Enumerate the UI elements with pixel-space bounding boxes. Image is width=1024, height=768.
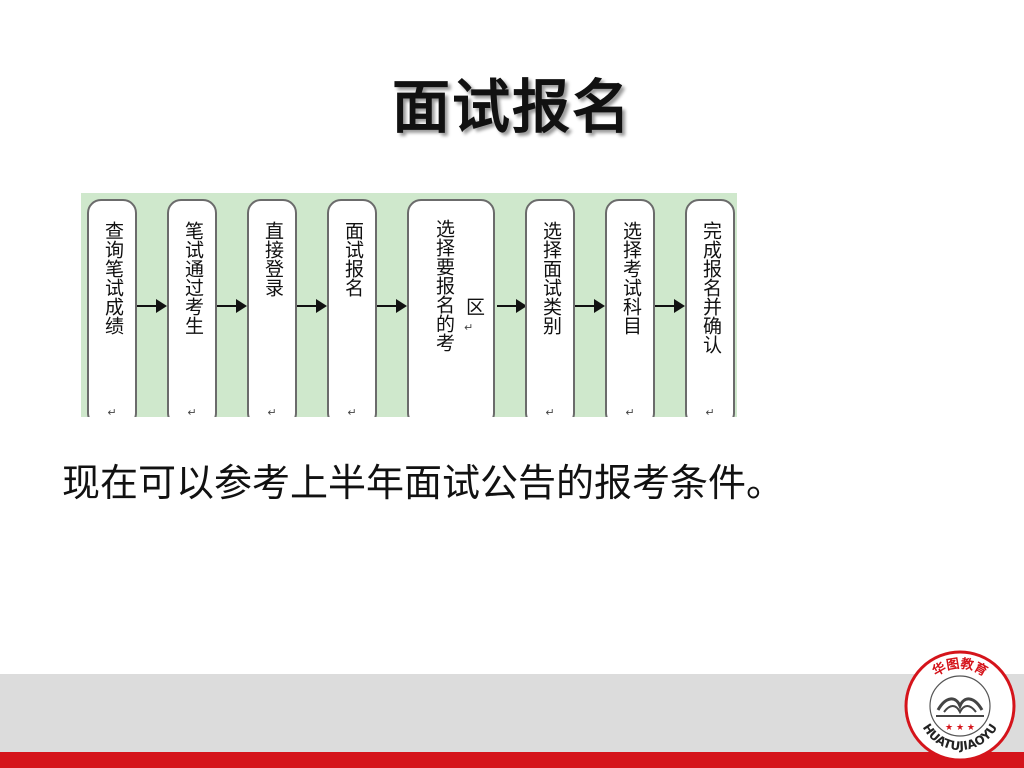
return-mark-icon: ↵ xyxy=(267,406,277,417)
return-mark-icon: ↵ xyxy=(705,406,715,417)
flow-arrow-icon xyxy=(497,299,527,313)
flow-step-side-label: 区 xyxy=(463,297,485,316)
flow-step-label: 完成报名并确认 xyxy=(699,221,722,354)
flow-step-4: 面试报名 ↵ xyxy=(327,199,377,417)
flow-step-label: 面试报名 xyxy=(341,221,364,297)
flow-step-3: 直接登录 ↵ xyxy=(247,199,297,417)
flow-step-label: 选择要报名的考 xyxy=(432,219,455,352)
return-mark-icon: ↵ xyxy=(625,406,635,417)
return-mark-icon: ↵ xyxy=(545,406,555,417)
flow-step-6: 选择面试类别 ↵ xyxy=(525,199,575,417)
flow-step-label: 笔试通过考生 xyxy=(181,221,204,335)
flow-step-2: 笔试通过考生 ↵ xyxy=(167,199,217,417)
return-mark-icon: ↵ xyxy=(187,406,197,417)
return-mark-icon: ↵ xyxy=(347,406,357,417)
footer-band xyxy=(0,674,1024,752)
return-mark-icon: ↵ xyxy=(464,321,474,334)
flow-arrow-icon xyxy=(137,299,167,313)
svg-text:★ ★ ★: ★ ★ ★ xyxy=(945,723,975,733)
huatu-logo-icon: ★ ★ ★ 华图教育 HUATUJIAOYU xyxy=(904,650,1016,762)
flow-step-label: 选择面试类别 xyxy=(539,221,562,335)
body-text: 现在可以参考上半年面试公告的报考条件。 xyxy=(62,461,785,505)
flow-arrow-icon xyxy=(377,299,407,313)
flow-arrow-icon xyxy=(655,299,685,313)
flow-step-7: 选择考试科目 ↵ xyxy=(605,199,655,417)
flow-step-1: 查询笔试成绩 ↵ xyxy=(87,199,137,417)
return-mark-icon: ↵ xyxy=(107,406,117,417)
flow-arrow-icon xyxy=(575,299,605,313)
footer-red-stripe xyxy=(0,752,1024,768)
flow-arrow-icon xyxy=(297,299,327,313)
flow-step-label: 查询笔试成绩 xyxy=(101,221,124,335)
flow-step-5: 选择要报名的考 区 ↵ xyxy=(407,199,495,417)
flow-step-8: 完成报名并确认 ↵ xyxy=(685,199,735,417)
flow-arrow-icon xyxy=(217,299,247,313)
flowchart: 查询笔试成绩 ↵ 笔试通过考生 ↵ 直接登录 ↵ 面试报名 ↵ 选择要报名的考 … xyxy=(81,193,737,417)
flow-step-label: 选择考试科目 xyxy=(619,221,642,335)
flow-step-label: 直接登录 xyxy=(261,221,284,297)
slide-title: 面试报名 xyxy=(391,73,632,141)
